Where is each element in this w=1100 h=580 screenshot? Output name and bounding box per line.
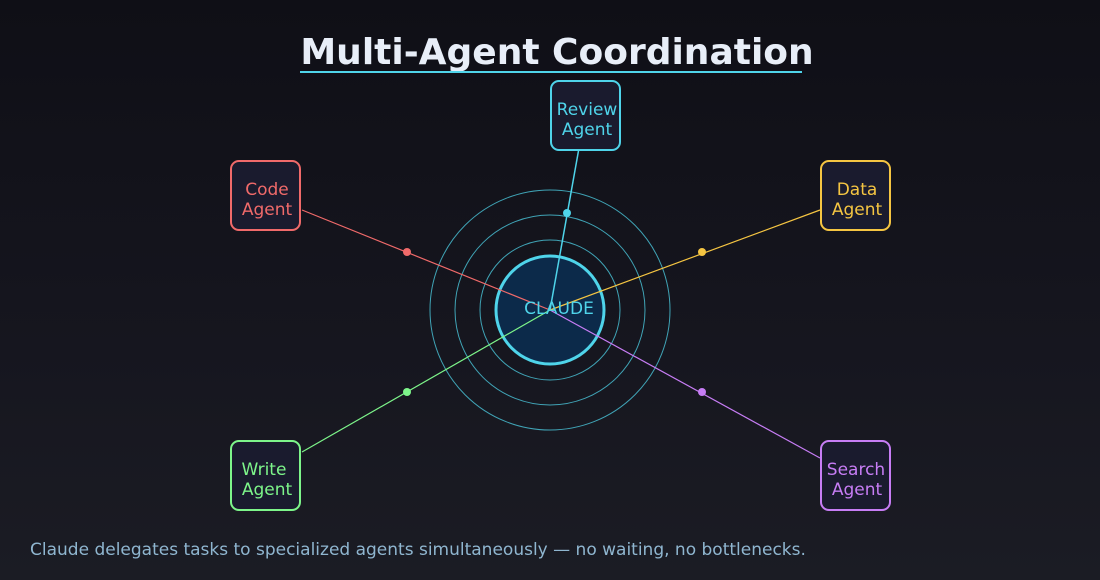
agent-box-write (230, 440, 301, 511)
diagram-title: Multi-Agent Coordination (300, 32, 813, 73)
agent-label-search-line1: Search (827, 460, 885, 480)
agent-label-data-line1: Data (837, 180, 878, 200)
connector-dot-review (563, 209, 571, 217)
hub-ring-inner (479, 239, 621, 381)
connector-dot-data (698, 248, 706, 256)
hub-ring-outer (429, 189, 671, 431)
connector-dot-write (403, 388, 411, 396)
hub-ring-middle (454, 214, 646, 406)
agent-connectors (301, 147, 821, 459)
agent-node-write[interactable]: Write Agent (230, 440, 301, 511)
agent-label-write-line1: Write (242, 460, 287, 480)
connector-write (301, 309, 551, 453)
agent-label-write-line2: Agent (242, 480, 293, 500)
agent-box-data (820, 160, 891, 231)
agent-label-search-line2: Agent (832, 480, 883, 500)
connector-dot-search (698, 388, 706, 396)
agent-label-review-line1: Review (557, 100, 618, 120)
diagram-caption: Claude delegates tasks to specialized ag… (30, 540, 806, 560)
connector-review (549, 147, 580, 311)
connector-search (549, 309, 821, 459)
agent-node-review[interactable]: Review Agent (550, 80, 621, 151)
agent-label-code-line2: Agent (242, 200, 293, 220)
connector-code (301, 209, 551, 311)
agent-label-review-line2: Agent (562, 120, 613, 140)
agent-node-data[interactable]: Data Agent (820, 160, 891, 231)
agent-label-code-line1: Code (245, 180, 289, 200)
connector-data (549, 209, 821, 311)
agent-node-code[interactable]: Code Agent (230, 160, 301, 231)
agent-box-review (550, 80, 621, 151)
agent-label-data-line2: Agent (832, 200, 883, 220)
connector-dot-code (403, 248, 411, 256)
agent-box-search (820, 440, 891, 511)
claude-hub-label: CLAUDE (524, 299, 594, 319)
agent-box-code (230, 160, 301, 231)
agent-node-search[interactable]: Search Agent (820, 440, 891, 511)
hub-rings (429, 189, 671, 431)
